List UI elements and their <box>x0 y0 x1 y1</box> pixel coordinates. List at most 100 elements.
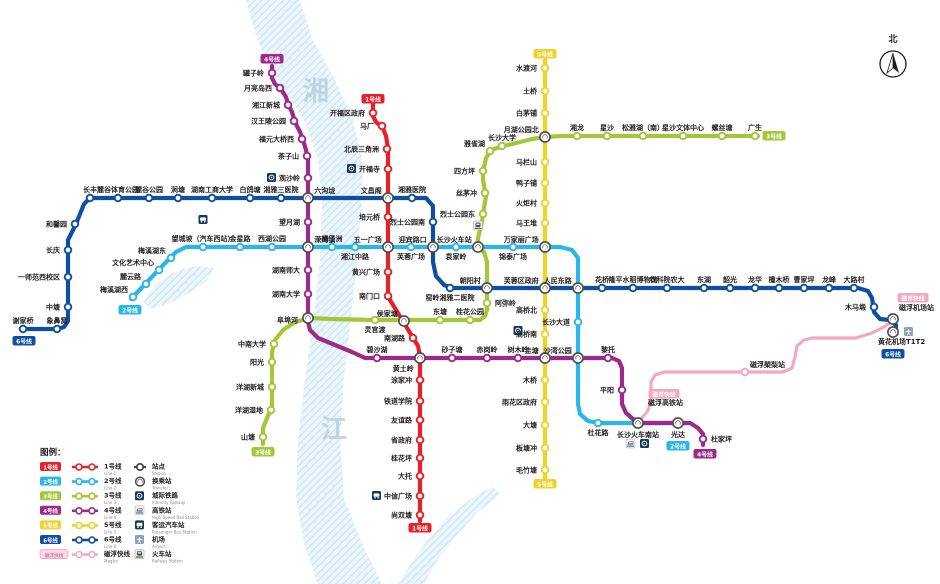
station-label-阜埠河: 阜埠河 <box>277 316 298 325</box>
legend-line-label: 4号线 <box>104 505 122 514</box>
station-label-龙峰: 龙峰 <box>821 275 837 284</box>
station-光达 <box>672 417 684 429</box>
station-label-长沙大道: 长沙大道 <box>542 318 570 327</box>
station-橘子洲 <box>327 242 337 252</box>
maglev-airport-station-label: 磁浮机场站 <box>899 303 934 312</box>
station-圭塘 <box>539 352 551 364</box>
station-湘雅医院 <box>407 193 417 203</box>
station-label-西湖公园: 西湖公园 <box>258 234 286 243</box>
station-label-螺丝塘: 螺丝塘 <box>712 123 733 132</box>
svg-text:Line 6: Line 6 <box>104 544 117 549</box>
station-长沙火车站 <box>472 241 484 253</box>
huanghua-airport-label: 黄花机场T1T2 <box>878 337 925 346</box>
station-灵官渡 <box>370 315 380 325</box>
station-砂子塘 <box>447 353 457 363</box>
legend-symbol-label: 机场 <box>152 535 166 544</box>
station-阜埠河 <box>302 312 314 324</box>
station-label-文化艺术中心: 文化艺术中心 <box>112 258 154 267</box>
station-湘江中路 <box>350 242 360 252</box>
station-木桥 <box>540 375 550 385</box>
svg-text:3号线: 3号线 <box>766 133 782 141</box>
station-label-沙湾公园: 沙湾公园 <box>544 346 572 355</box>
svg-text:磁浮快线: 磁浮快线 <box>45 552 64 559</box>
station-长丰 <box>85 193 95 203</box>
svg-text:2号线: 2号线 <box>122 307 138 315</box>
station-label-和馨园: 和馨园 <box>45 220 67 229</box>
hsr-icon <box>625 438 636 449</box>
station-label-铁道学院: 铁道学院 <box>384 397 412 406</box>
station-人民东路 <box>572 282 584 294</box>
legend-line-label: 磁浮快线 <box>104 549 131 558</box>
station-label-桂花坪: 桂花坪 <box>390 454 412 463</box>
svg-text:4号线: 4号线 <box>697 451 713 459</box>
station-文化艺术中心 <box>154 265 164 275</box>
station-南门口 <box>383 291 393 301</box>
station-label-黄兴广场: 黄兴广场 <box>352 268 380 277</box>
station-label-月湖公园北: 月湖公园北 <box>503 125 539 134</box>
station-label-长沙火车南站: 长沙火车南站 <box>617 430 659 439</box>
station-label-砂子塘: 砂子塘 <box>442 345 463 354</box>
station-水渡河 <box>540 63 550 73</box>
station-label-平阳: 平阳 <box>600 386 614 395</box>
station-label-广生: 广生 <box>748 123 762 132</box>
station-label-光达: 光达 <box>670 430 685 439</box>
station-南湖路 <box>408 333 418 343</box>
station-万家丽广场 <box>539 241 551 253</box>
station-label-迎宾路口: 迎宾路口 <box>399 235 427 244</box>
station-高桥北 <box>540 305 550 315</box>
legend-line-磁浮快线: 磁浮快线磁浮快线Maglev <box>39 549 131 564</box>
station-label-烈士公园南: 烈士公园南 <box>390 218 425 227</box>
svg-text:3号线: 3号线 <box>255 449 271 457</box>
station-湘江新城 <box>283 100 293 110</box>
station-省政府 <box>415 435 425 445</box>
station-label-湘雅三医院: 湘雅三医院 <box>264 185 299 194</box>
station-label-麓谷体育公园: 麓谷体育公园 <box>97 185 139 194</box>
station-label-六沟垅: 六沟垅 <box>314 186 335 195</box>
station-北辰三角洲 <box>382 144 392 154</box>
legend-title: 图例： <box>40 447 66 458</box>
station-label-星沙: 星沙 <box>600 123 614 132</box>
station-label-湖南工商大学: 湖南工商大学 <box>191 185 233 194</box>
station-溁湾镇 <box>302 241 314 253</box>
station-label-五一广场: 五一广场 <box>354 235 382 244</box>
station-label-东塘: 东塘 <box>433 307 447 316</box>
station-label-涧塘: 涧塘 <box>171 185 185 194</box>
station-label-窑岭湘雅二医院: 窑岭湘雅二医院 <box>426 293 475 302</box>
intercity-icon <box>135 491 144 501</box>
station-龙峰 <box>824 283 834 293</box>
station-和馨园 <box>70 219 80 229</box>
station-label-丝茅冲: 丝茅冲 <box>456 189 477 198</box>
station-label-湘江新城: 湘江新城 <box>252 101 280 110</box>
legend-symbol-label: 换乘站 <box>152 476 172 485</box>
station-涂家冲 <box>415 375 425 385</box>
station-大塘 <box>540 420 550 430</box>
station-望城坡（汽车西站） <box>198 242 208 252</box>
south-river-branch <box>398 487 500 584</box>
station-label-长庆: 长庆 <box>46 246 60 255</box>
station-东塘 <box>435 315 445 325</box>
svg-text:2号线: 2号线 <box>670 443 686 451</box>
station-松雅湖（南） <box>638 131 648 141</box>
station-label-松雅湖（南）: 松雅湖（南） <box>622 123 664 132</box>
svg-text:Line 3: Line 3 <box>104 500 117 505</box>
station-大路村 <box>849 283 859 293</box>
line-badge-1号线: 1号线 <box>361 94 385 104</box>
station-长沙大道 <box>573 317 583 327</box>
station-迎宾路口 <box>427 241 439 253</box>
station-黄土岭 <box>414 352 426 364</box>
bus-icon <box>135 520 144 530</box>
station-label-中信广场: 中信广场 <box>384 492 412 501</box>
svg-text:Railway Station: Railway Station <box>152 559 183 564</box>
intercity-icon <box>347 164 356 173</box>
station-土桥 <box>540 86 550 96</box>
station-侯家塘 <box>398 315 410 327</box>
station-木马塅 <box>869 302 879 312</box>
station-雨花区政府 <box>540 397 550 407</box>
river-watermark-江: 江 <box>321 415 347 445</box>
station-label-湖南师大: 湖南师大 <box>272 266 300 275</box>
